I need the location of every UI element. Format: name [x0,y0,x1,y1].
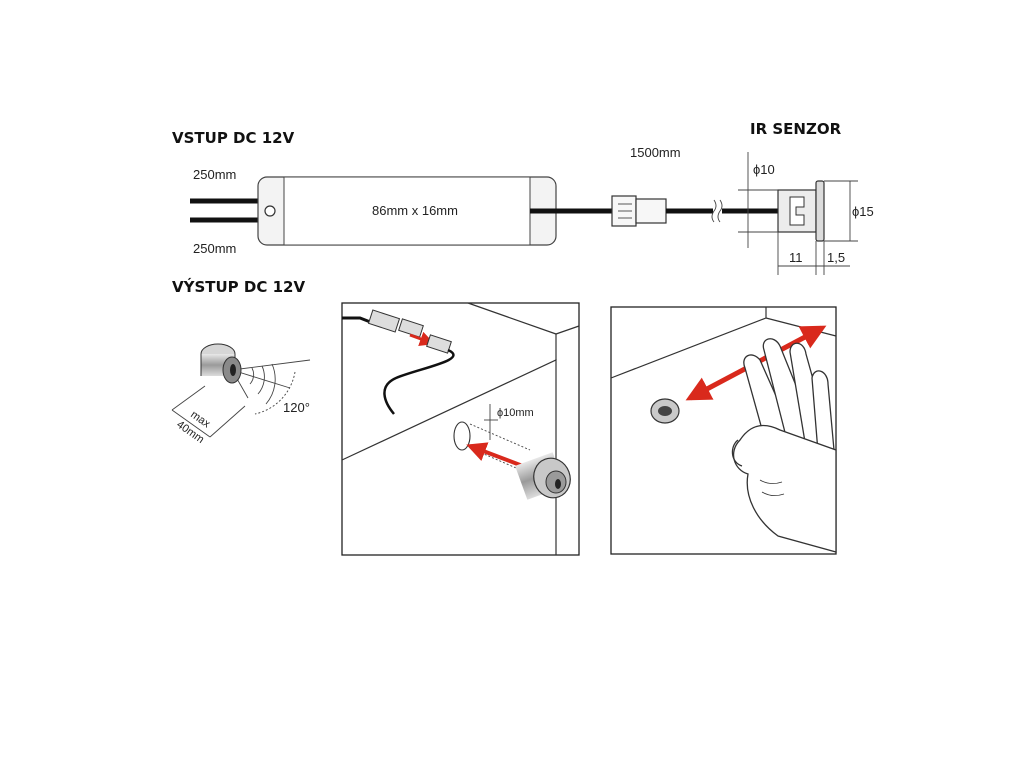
input-title: VSTUP DC 12V [172,129,295,147]
hole-diameter-label: ϕ10mm [497,407,534,419]
controller-box [257,176,557,246]
output-title: VÝSTUP DC 12V [172,277,305,296]
ir-sensor-side-view [777,180,825,242]
diameter-small-label: ϕ10 [753,162,775,177]
sensor-title: IR SENZOR [750,120,842,138]
sensor-range-figure [171,343,311,438]
connector-plug [611,195,667,227]
hand-icon [731,338,837,553]
angle-label: 120° [283,400,310,415]
wire-top-length-label: 250mm [193,167,236,182]
box-size-label: 86mm x 16mm [372,203,458,218]
depth-body-label: 11 [789,250,803,265]
input-wires [190,198,268,223]
wire-bottom-length-label: 250mm [193,241,236,256]
insert-arrow [466,442,529,470]
cable-length-label: 1500mm [630,145,681,160]
installation-panel [341,302,580,556]
sensor-dimensions [738,152,858,275]
gesture-panel [610,306,837,555]
cable-break-mark [711,199,717,223]
diameter-large-label: ϕ15 [852,204,874,219]
depth-flange-label: 1,5 [827,250,845,265]
